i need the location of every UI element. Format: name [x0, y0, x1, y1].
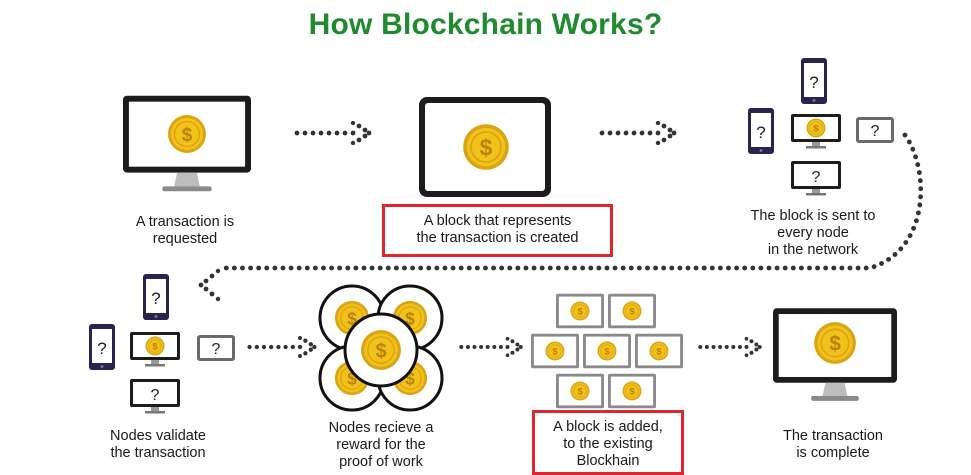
question-icon: ?: [97, 339, 106, 358]
label-line: The block is sent to: [750, 208, 876, 224]
label-line: requested: [152, 231, 218, 247]
coin-icon: [813, 321, 857, 365]
label-line: A transaction is: [135, 214, 235, 230]
step-7-monitor: [773, 308, 897, 401]
coin-icon: [570, 381, 590, 401]
coin-icon: [360, 329, 402, 371]
step-1-monitor: [123, 95, 251, 192]
label-line: A block that represents: [423, 213, 572, 229]
label-line: to the existing: [563, 436, 653, 452]
question-icon: ?: [871, 123, 880, 140]
label-line: Blockhain: [576, 453, 640, 469]
label-line: in the network: [767, 242, 859, 258]
coin-icon: [545, 341, 565, 361]
step-6-label: A block is added, to the existing Blockh…: [534, 419, 682, 470]
label-line: proof of work: [339, 454, 423, 470]
label-line: Nodes validate: [110, 428, 206, 444]
label-line: reward for the: [336, 437, 426, 453]
arrow-right-icon: [459, 336, 523, 358]
label-line: the transaction is created: [416, 230, 579, 246]
arrow-right-icon: [294, 121, 372, 145]
highlight-box: [532, 410, 684, 475]
question-icon: ?: [151, 387, 160, 404]
label-line: A block is added,: [553, 419, 663, 435]
label-line: is complete: [796, 445, 870, 461]
question-icon: ?: [212, 341, 221, 358]
coin-icon: [622, 301, 642, 321]
connector-path: [217, 132, 924, 271]
step-4-label: Nodes validate the transaction: [78, 428, 238, 462]
coin-icon: [462, 123, 510, 171]
step-5-label: Nodes recieve a reward for the proof of …: [306, 420, 456, 471]
network-cluster-top: ? ? ? ?: [748, 58, 894, 196]
arrow-right-icon: [698, 336, 762, 358]
arrow-right-icon: [247, 336, 317, 358]
label-line: every node: [777, 225, 849, 241]
highlight-box: [382, 204, 613, 257]
question-icon: ?: [756, 123, 765, 142]
coin-icon: [167, 114, 207, 154]
blockchain-blocks: [531, 293, 683, 409]
label-line: The transaction: [783, 428, 883, 444]
step-7-label: The transaction is complete: [758, 428, 908, 462]
coin-icon: [622, 381, 642, 401]
step-3-label: The block is sent to every node in the n…: [728, 208, 898, 259]
arrow-left-icon: [198, 268, 221, 302]
step-2-label: A block that represents the transaction …: [384, 213, 611, 247]
question-icon: ?: [812, 169, 821, 186]
question-icon: ?: [809, 73, 818, 92]
coin-icon: [570, 301, 590, 321]
coin-icon: [806, 118, 826, 138]
coin-icon: [649, 341, 669, 361]
coin-icon: [145, 336, 165, 356]
coin-pile: [318, 284, 444, 412]
step-1-label: A transaction is requested: [100, 214, 270, 248]
step-2-tablet: [419, 97, 551, 197]
question-icon: ?: [151, 289, 160, 308]
arrow-right-icon: [599, 121, 677, 145]
coin-icon: [597, 341, 617, 361]
label-line: the transaction: [110, 445, 206, 461]
label-line: Nodes recieve a: [328, 420, 434, 436]
page-title: How Blockchain Works?: [308, 8, 663, 41]
network-cluster-bottom: ? ? ? ?: [89, 274, 235, 414]
